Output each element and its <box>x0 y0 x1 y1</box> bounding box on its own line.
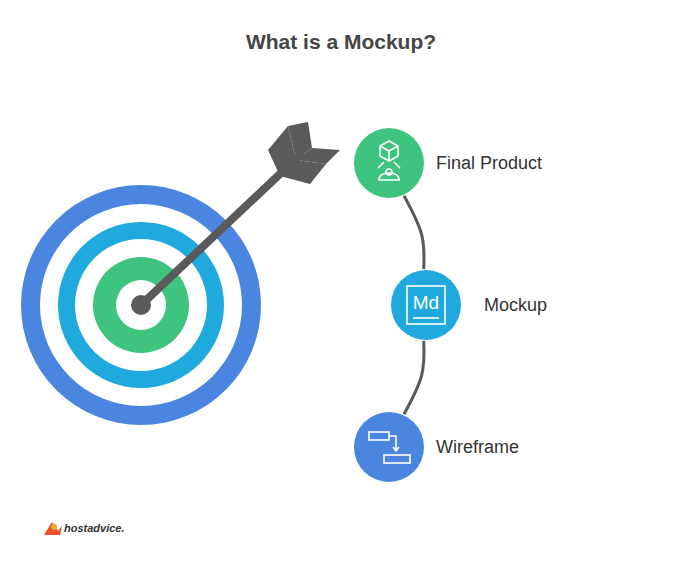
watermark: hostadvice. <box>64 522 125 534</box>
connector-line <box>404 196 424 269</box>
node-label: Final Product <box>436 153 542 174</box>
diagram-title: What is a Mockup? <box>0 30 682 54</box>
final-product-node: Final Product <box>354 128 424 198</box>
wireframe-node: Wireframe <box>354 412 424 482</box>
node-icon <box>378 141 400 180</box>
node-label: Wireframe <box>436 437 519 458</box>
mockup-node: MdMockup <box>391 270 461 340</box>
arrow <box>131 122 340 315</box>
node-icon <box>369 432 410 463</box>
icon-text: Md <box>413 292 439 314</box>
node-circle <box>354 412 424 482</box>
connector-line <box>404 341 424 414</box>
node-label: Mockup <box>484 295 547 316</box>
logo-icon <box>44 522 62 535</box>
node-icon <box>407 286 445 324</box>
node-circle <box>354 128 424 198</box>
